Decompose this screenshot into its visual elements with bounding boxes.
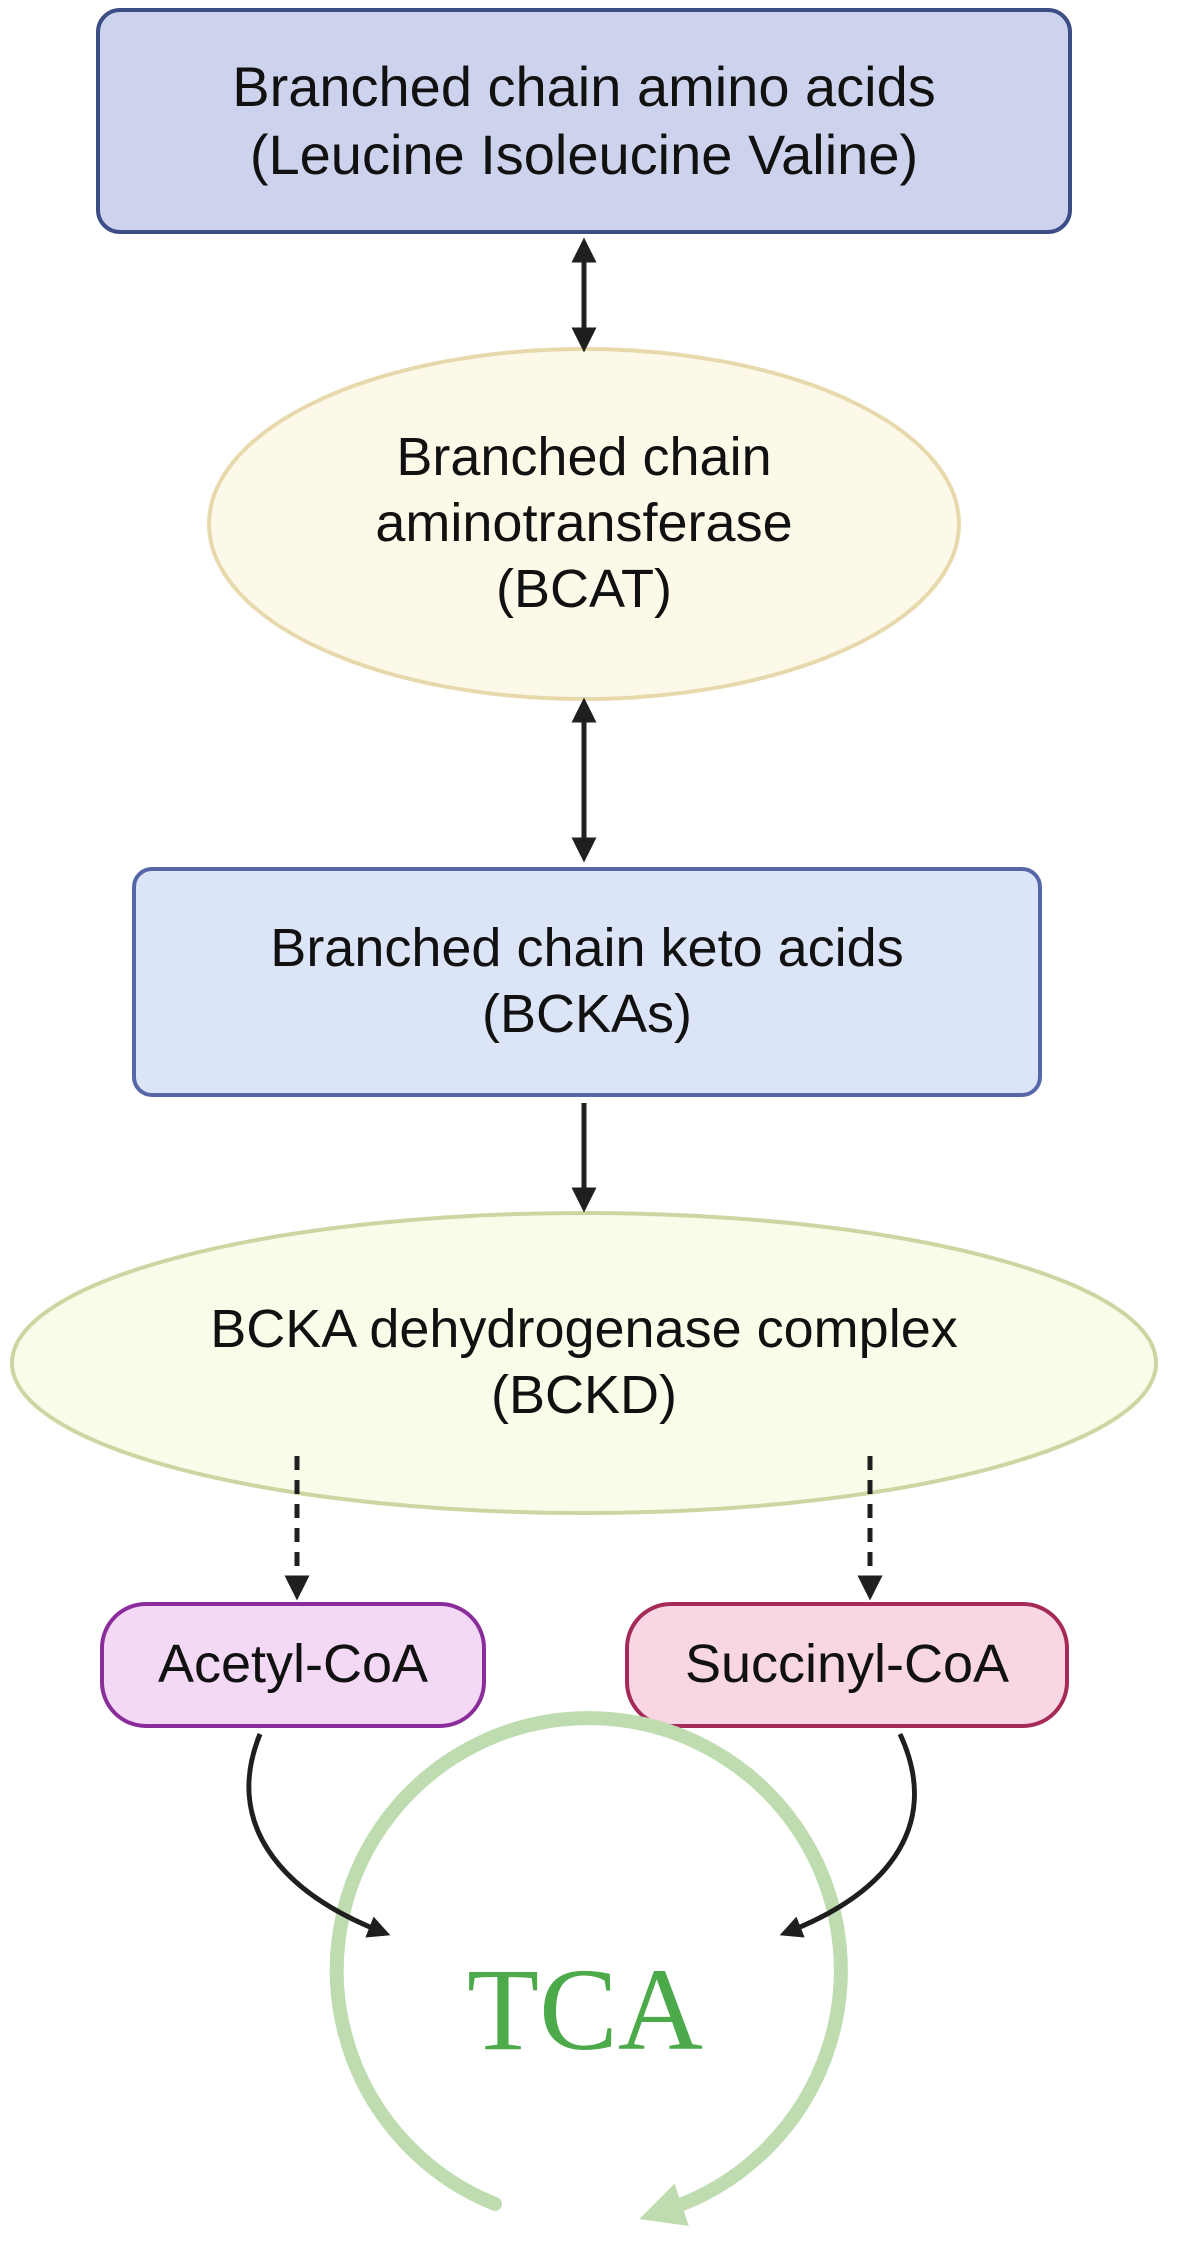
bckd-line2: (BCKD): [491, 1365, 677, 1425]
bckd-line1: BCKA dehydrogenase complex: [210, 1299, 958, 1360]
acetyl-coa-text: Acetyl-CoA: [157, 1634, 429, 1695]
acetyl-coa-box: [100, 1602, 486, 1728]
succinyl-coa-label: Succinyl-CoA: [627, 1604, 1067, 1726]
bckas-label: Branched chain keto acids (BCKAs): [134, 869, 1040, 1095]
bcat-line3: (BCAT): [496, 558, 672, 619]
tca-label: TCA: [380, 1920, 790, 2100]
tca-cycle-ring: [329, 1711, 848, 2226]
succinyl-coa-text: Succinyl-CoA: [684, 1634, 1010, 1695]
bckas-line2: (BCKAs): [481, 984, 692, 1044]
bckd-ellipse: [10, 1211, 1158, 1515]
succinyl-coa-box: [625, 1602, 1069, 1728]
bckd-label: BCKA dehydrogenase complex (BCKD): [12, 1213, 1156, 1513]
bckas-box: [132, 867, 1042, 1097]
bcat-label: Branched chain aminotransferase (BCAT): [209, 354, 959, 694]
bckas-line1: Branched chain keto acids: [270, 918, 904, 979]
bcaa-line2: (Leucine Isoleucine Valine): [249, 123, 919, 186]
bcat-line2: aminotransferase: [375, 493, 793, 554]
arrow-acetyl-tca: [246, 1733, 391, 1938]
tca-text: TCA: [467, 1944, 703, 2076]
arrow-succinyl-tca: [779, 1732, 917, 1938]
bcaa-line1: Branched chain amino acids: [232, 54, 936, 118]
bcat-line1: Branched chain: [396, 427, 772, 488]
bcaa-box: [96, 8, 1072, 234]
bcaa-label: Branched chain amino acids (Leucine Isol…: [98, 10, 1070, 232]
acetyl-coa-label: Acetyl-CoA: [102, 1604, 484, 1726]
